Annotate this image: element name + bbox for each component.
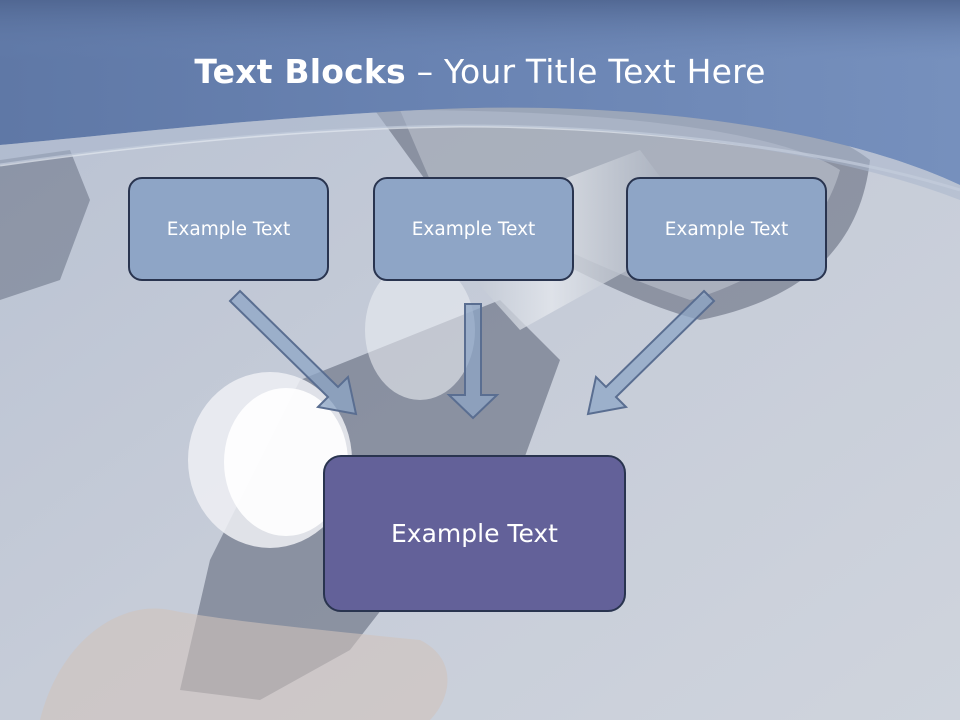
text-block-1[interactable]: Example Text xyxy=(128,177,329,281)
title-subtitle-part: Your Title Text Here xyxy=(443,52,766,91)
text-block-3-label: Example Text xyxy=(664,218,789,240)
result-text-block-label: Example Text xyxy=(391,519,558,548)
arrow-left xyxy=(228,289,358,416)
text-block-3[interactable]: Example Text xyxy=(626,177,827,281)
arrow-center xyxy=(446,303,500,420)
text-block-1-label: Example Text xyxy=(166,218,291,240)
arrow-right xyxy=(586,289,716,416)
text-block-2-label: Example Text xyxy=(411,218,536,240)
title-separator: – xyxy=(405,52,444,91)
result-text-block[interactable]: Example Text xyxy=(323,455,626,612)
text-block-2[interactable]: Example Text xyxy=(373,177,574,281)
title-bold-part: Text Blocks xyxy=(194,52,406,91)
slide-title: Text Blocks – Your Title Text Here xyxy=(0,52,960,91)
